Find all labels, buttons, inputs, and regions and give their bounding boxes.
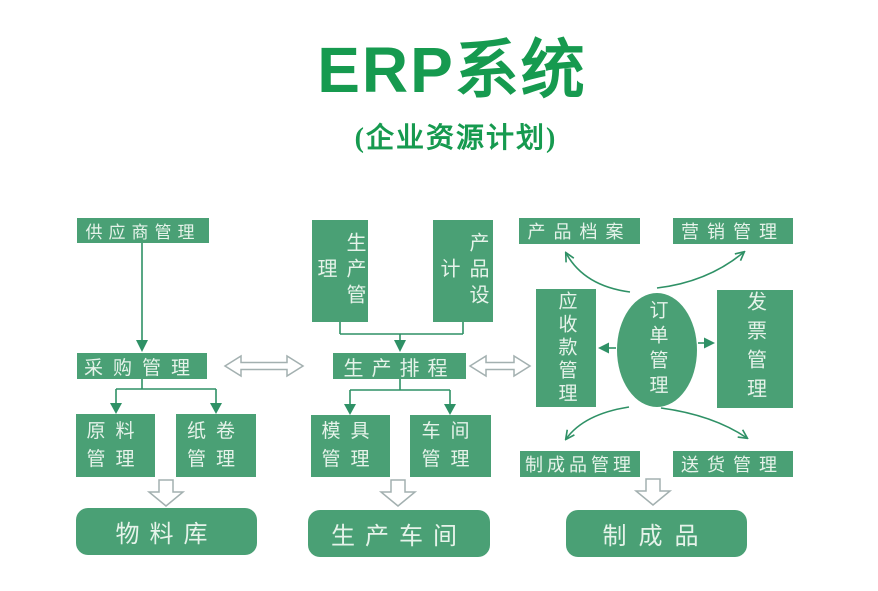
node-raw-material-mgmt: 原料管理 xyxy=(76,414,155,477)
node-mold-mgmt: 模具管理 xyxy=(311,415,390,477)
page-subtitle: (企业资源计划) xyxy=(354,123,558,154)
block-arrow-to-finished-goods xyxy=(633,478,673,506)
node-production-mgmt: 生产管理 xyxy=(312,220,368,322)
node-supplier-mgmt: 供应商管理 xyxy=(77,218,209,243)
page-title: ERP系统 xyxy=(317,34,587,106)
bracket-purchase-to-materials xyxy=(110,379,222,414)
node-order-mgmt: 订单管理 xyxy=(617,293,697,407)
node-receivables-mgmt: 应收款管理 xyxy=(536,289,596,407)
node-finished-goods-mgmt: 制成品管理 xyxy=(520,451,640,477)
double-arrow-scheduling-receivables xyxy=(468,354,532,378)
node-workshop-mgmt: 车间管理 xyxy=(410,415,491,477)
node-purchase-mgmt: 采购管理 xyxy=(77,353,207,379)
block-arrow-to-production-workshop xyxy=(378,479,418,507)
arrow-order-to-invoice xyxy=(698,337,715,349)
node-production-scheduling: 生产排程 xyxy=(333,353,466,380)
double-arrow-purchase-scheduling xyxy=(223,354,305,378)
node-production-workshop: 生产车间 xyxy=(308,510,490,557)
node-finished-goods: 制成品 xyxy=(566,510,747,557)
arrow-order-to-receivables xyxy=(598,342,616,354)
node-product-archive: 产品档案 xyxy=(519,218,640,244)
node-invoice-mgmt: 发票管理 xyxy=(717,290,793,408)
block-arrow-to-material-warehouse xyxy=(146,479,186,507)
node-product-design: 产品设计 xyxy=(433,220,493,322)
node-marketing-mgmt: 营销管理 xyxy=(673,218,793,244)
arrow-supplier-to-purchase xyxy=(136,243,148,352)
node-material-warehouse: 物料库 xyxy=(76,508,257,555)
bracket-scheduling-to-workshops xyxy=(344,379,456,415)
bracket-production-to-scheduling xyxy=(339,322,464,352)
node-paper-roll-mgmt: 纸卷管理 xyxy=(176,414,256,477)
curved-arrows-order-hub xyxy=(566,252,747,439)
node-delivery-mgmt: 送货管理 xyxy=(673,451,793,477)
